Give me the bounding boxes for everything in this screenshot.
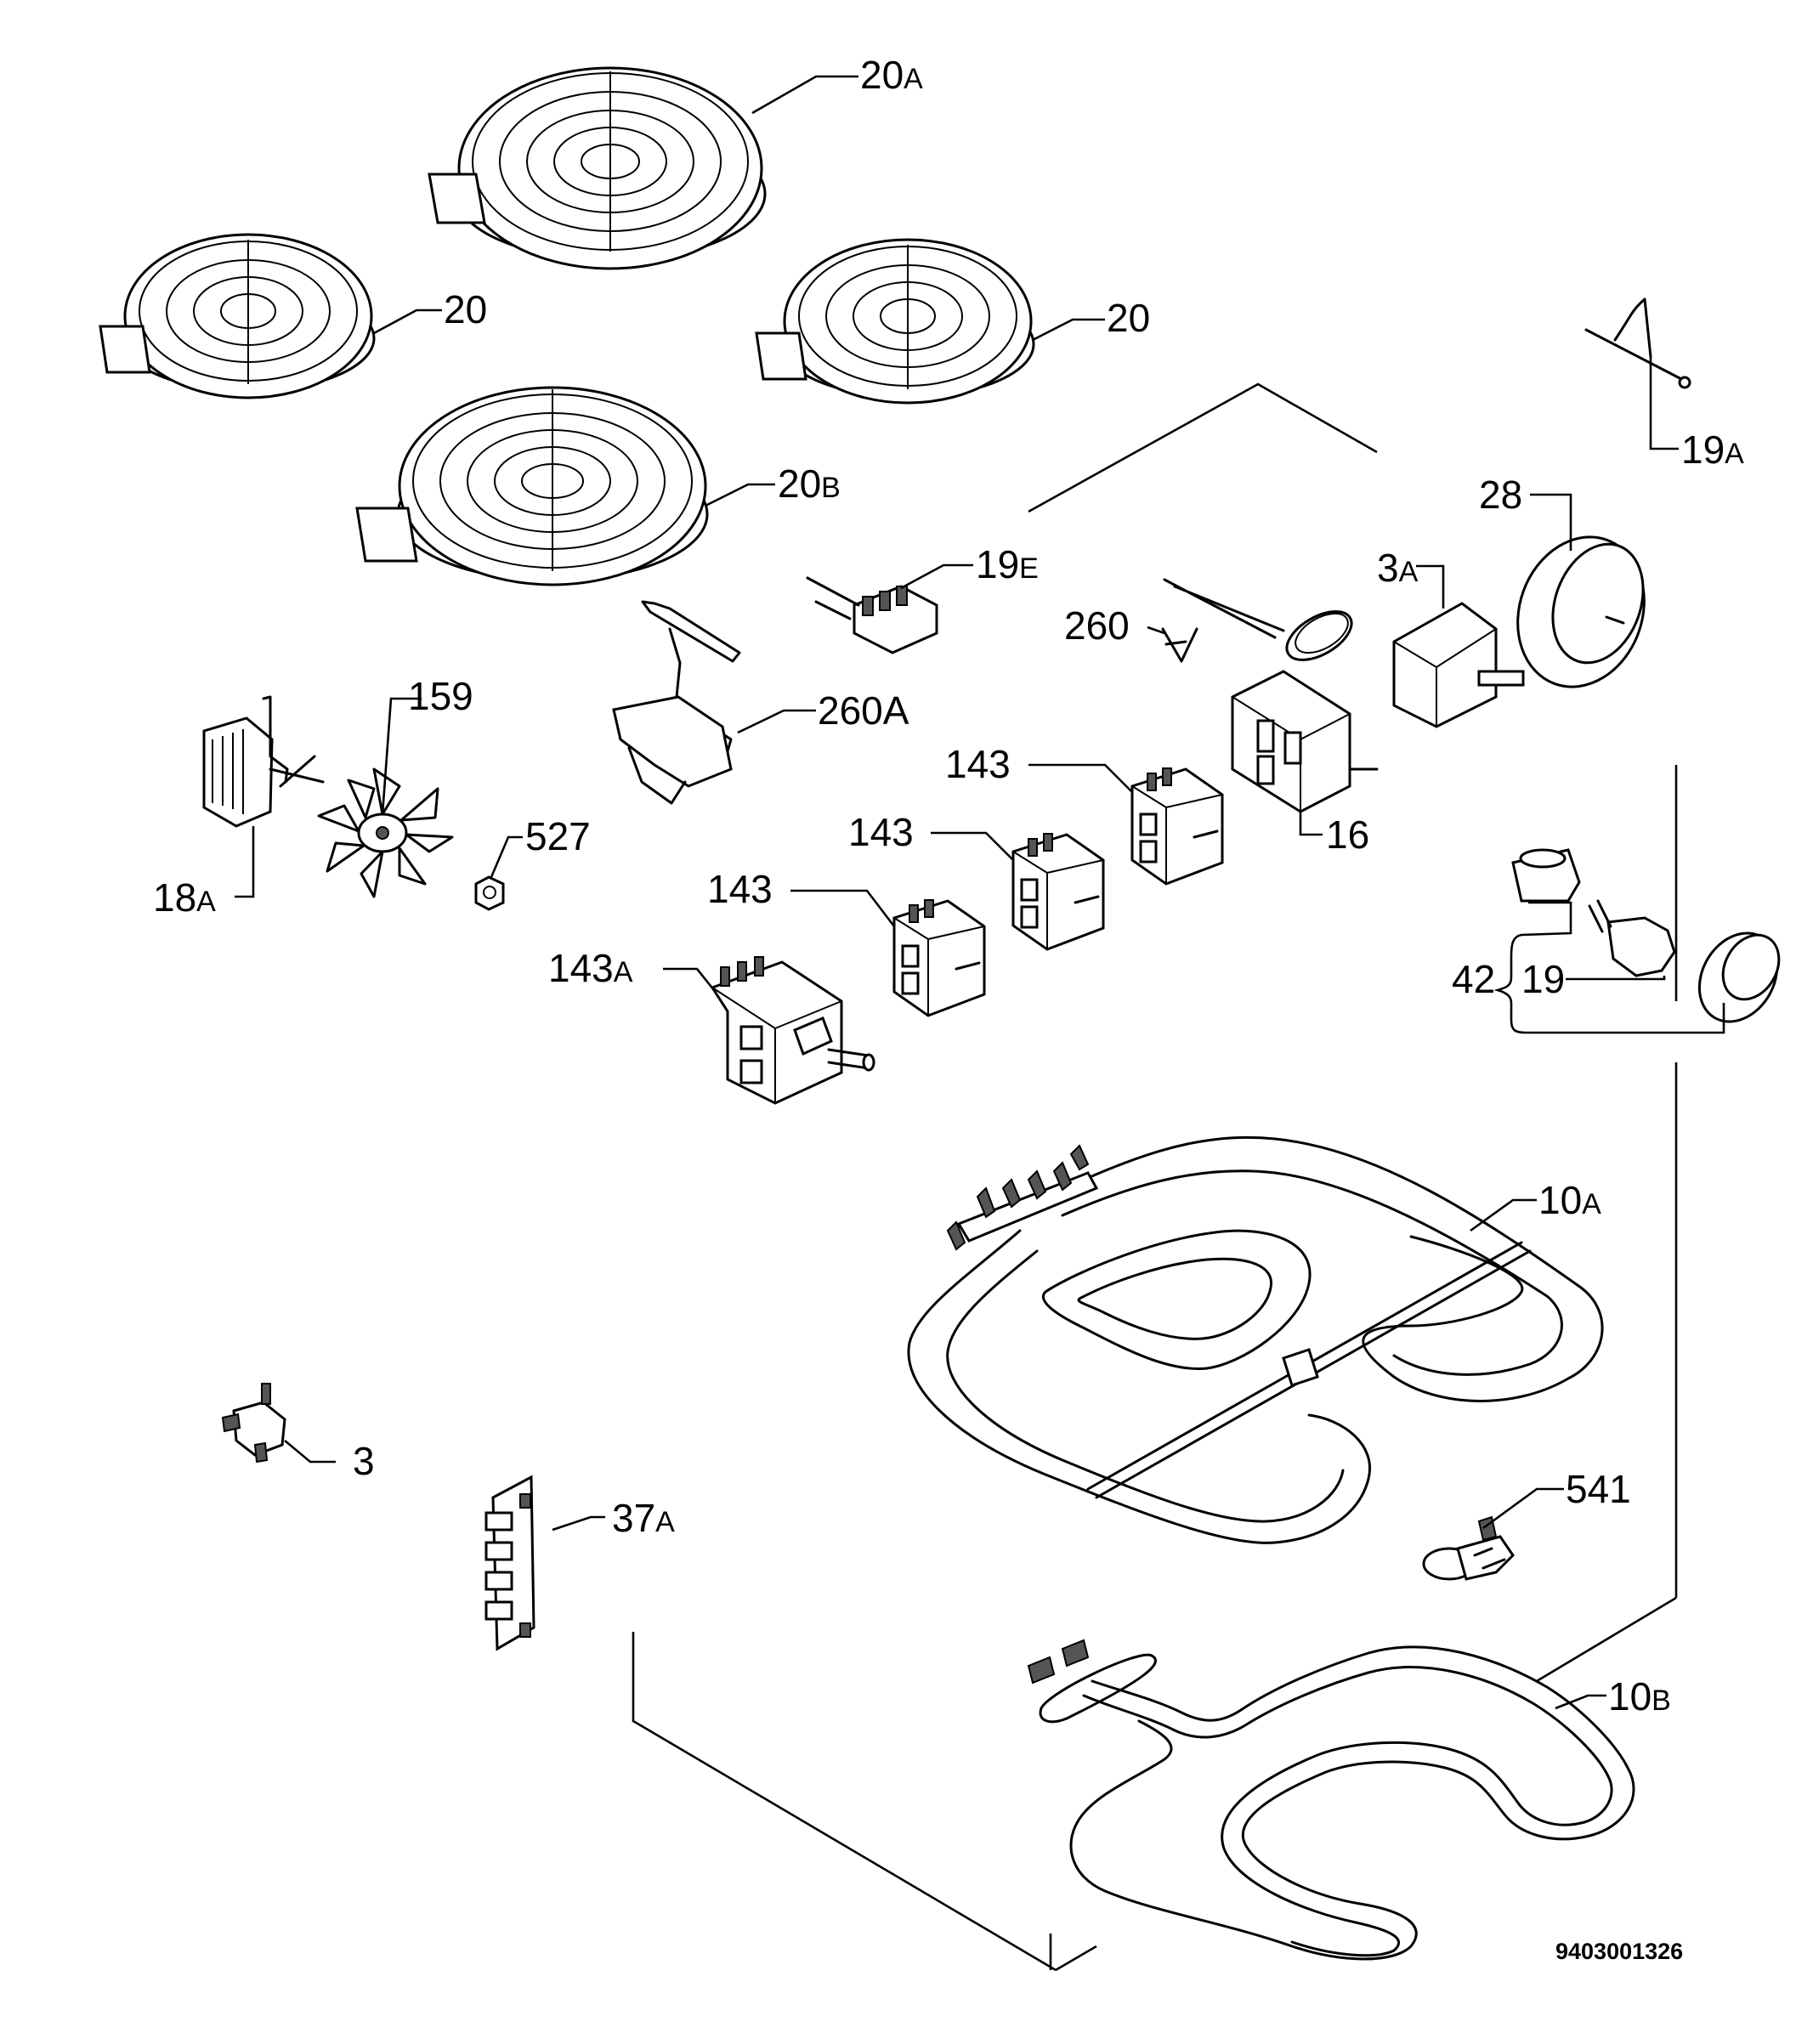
callout-20a: 20A <box>860 53 923 97</box>
hotplate-20-left <box>99 233 376 399</box>
callout-143-c: 143 <box>945 742 1011 786</box>
drawing-number: 9403001326 <box>1555 1939 1683 1964</box>
timer-28 <box>1516 535 1646 688</box>
callout-260: 260 <box>1064 603 1130 648</box>
switch-143a <box>710 956 875 1105</box>
fan-motor-18a <box>202 695 325 828</box>
bracket-260a <box>612 600 741 805</box>
callout-28: 28 <box>1479 473 1522 517</box>
callout-159: 159 <box>408 674 473 718</box>
switch-143-b <box>1011 833 1105 951</box>
callout-143-b: 143 <box>848 810 914 854</box>
callout-143a: 143A <box>548 946 633 990</box>
lamp-holder-541 <box>1422 1515 1515 1581</box>
terminal-19e <box>806 576 938 654</box>
callout-10b: 10B <box>1608 1674 1671 1718</box>
callout-19: 19 <box>1521 957 1565 1001</box>
callout-19a: 19A <box>1681 427 1744 472</box>
hotplate-20a <box>428 66 767 270</box>
callout-143-a: 143 <box>707 867 773 911</box>
callout-20-left: 20 <box>444 287 487 331</box>
callout-260a: 260A <box>818 688 909 733</box>
callout-37a: 37A <box>612 1496 675 1540</box>
callout-3a: 3A <box>1377 546 1419 590</box>
terminal-block-37a <box>484 1475 535 1651</box>
callout-labels: 20A 20 20 20B 19A 28 3A 19E 260 159 260A… <box>153 53 1744 1718</box>
switch-143-a <box>892 899 986 1017</box>
relay-3 <box>221 1383 286 1464</box>
hotplate-20b <box>355 386 709 586</box>
callout-19e: 19E <box>976 542 1039 586</box>
sensor-19a <box>1584 297 1691 389</box>
grill-element-10a <box>907 1135 1604 1544</box>
fan-blade-159 <box>317 767 454 898</box>
thermostat-3a <box>1163 578 1525 728</box>
spring-clip-260 <box>1161 627 1198 663</box>
callout-16: 16 <box>1326 813 1369 857</box>
switch-143-c <box>1130 767 1224 886</box>
callout-20-right: 20 <box>1107 296 1150 340</box>
callout-42: 42 <box>1452 957 1495 1001</box>
selector-switch-16 <box>1231 670 1379 813</box>
callout-20b: 20B <box>778 461 841 506</box>
callout-3: 3 <box>353 1439 375 1483</box>
callout-541: 541 <box>1566 1467 1631 1511</box>
bottom-element-10b <box>1027 1639 1635 1961</box>
callout-10a: 10A <box>1538 1178 1601 1222</box>
lamp-assembly-42 <box>1511 848 1781 1023</box>
callout-527: 527 <box>525 814 591 858</box>
hotplate-20-right <box>755 238 1035 405</box>
callout-18a: 18A <box>153 875 216 920</box>
nut-527 <box>474 875 505 911</box>
leader-lines <box>235 75 1725 1710</box>
